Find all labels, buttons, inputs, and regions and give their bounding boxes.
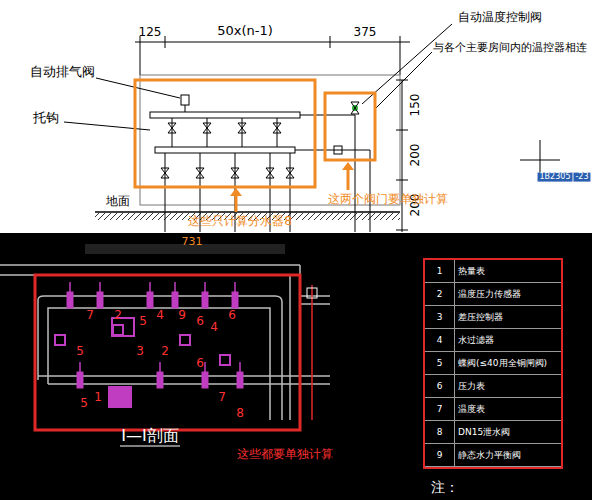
callout-number: 5 xyxy=(76,345,84,358)
callout-number: 7 xyxy=(86,309,94,322)
table-cell: 蝶阀(≤40用全铜闸阀) xyxy=(455,352,561,375)
table-cell: 温度表 xyxy=(455,398,561,421)
callout-number: 1 xyxy=(94,391,102,404)
label-text: 与各个主要房间内的温控器相连 xyxy=(433,42,587,54)
label-text: 200 xyxy=(409,144,422,167)
label-text: 这些都要单独计算 xyxy=(237,448,333,461)
coordinate-box: -23 xyxy=(573,173,590,182)
label-text: 注： xyxy=(431,480,459,495)
label-text: 375 xyxy=(354,26,377,39)
table-index: 3 xyxy=(425,306,455,329)
label-text: 地面 xyxy=(106,195,130,208)
callout-number: 3 xyxy=(136,345,144,358)
table-index: 9 xyxy=(425,444,455,467)
table-index: 5 xyxy=(425,352,455,375)
label-text: 150 xyxy=(409,94,422,117)
label-text: 自动温度控制阀 xyxy=(458,11,542,24)
table-cell: 温度压力传感器 xyxy=(455,283,561,306)
label-text: 125 xyxy=(139,26,162,39)
legend-table: 1热量表2温度压力传感器3差压控制器4水过滤器5蝶阀(≤40用全铜闸阀)6压力表… xyxy=(423,258,563,469)
table-index: 4 xyxy=(425,329,455,352)
callout-number: 6 xyxy=(196,315,204,328)
label-text: 托钩 xyxy=(33,111,59,125)
label-text: 自动排气阀 xyxy=(30,65,95,79)
callout-number: 4 xyxy=(156,309,164,322)
callout-number: 9 xyxy=(178,309,186,322)
table-cell: 差压控制器 xyxy=(455,306,561,329)
label-text: 这些只计算分水器8 xyxy=(188,215,292,228)
table-index: 2 xyxy=(425,283,455,306)
table-cell: 热量表 xyxy=(455,260,561,283)
callout-number: 2 xyxy=(161,345,169,358)
callout-number: 7 xyxy=(218,391,226,404)
table-index: 8 xyxy=(425,421,455,444)
callout-number: 6 xyxy=(228,309,236,322)
table-index: 6 xyxy=(425,375,455,398)
label-text: 731 xyxy=(182,236,203,248)
table-cell: 压力表 xyxy=(455,375,561,398)
table-cell: 静态水力平衡阀 xyxy=(455,444,561,467)
callout-number: 5 xyxy=(80,397,88,410)
callout-number: 6 xyxy=(196,357,204,370)
table-cell: DN15泄水阀 xyxy=(455,421,561,444)
table-index: 1 xyxy=(425,260,455,283)
table-cell: 水过滤器 xyxy=(455,329,561,352)
callout-number: 4 xyxy=(210,321,218,334)
coordinate-box: 1B2305 xyxy=(538,173,573,182)
callout-number: 2 xyxy=(114,309,122,322)
callout-number: 5 xyxy=(139,315,147,328)
label-text: 50x(n-1) xyxy=(217,24,273,38)
label-text: I—I剖面 xyxy=(121,427,178,445)
callout-number: 8 xyxy=(236,407,244,420)
label-text: 这两个阀门要单独计算 xyxy=(328,193,448,206)
table-index: 7 xyxy=(425,398,455,421)
